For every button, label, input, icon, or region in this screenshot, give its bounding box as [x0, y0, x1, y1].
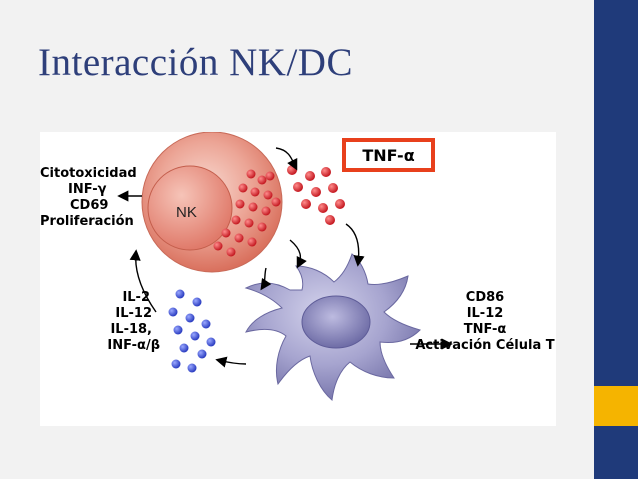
- signal-il18: IL-18,: [110, 322, 152, 337]
- nk-dc-diagram: NK TNF-α Citotoxicidad INF-γ CD69 Prolif…: [40, 132, 556, 426]
- cytokine-dots: [168, 289, 216, 373]
- dc-output-cd86: CD86: [465, 290, 505, 305]
- dc-output-il12: IL-12: [466, 306, 504, 321]
- diagram-graphics: [117, 132, 453, 401]
- side-accent-block: [594, 386, 638, 426]
- nk-output-infg: INF-γ: [68, 182, 107, 197]
- dendritic-cell: [244, 253, 421, 401]
- interaction-arrows: [117, 147, 453, 368]
- dc-output-tnfa: TNF-α: [463, 322, 507, 337]
- signal-il12: IL-12: [115, 306, 152, 321]
- nk-output-cytotoxicity: Citotoxicidad: [40, 166, 137, 181]
- tnf-alpha-box: TNF-α: [342, 138, 435, 172]
- signal-il2: IL-2: [122, 290, 150, 305]
- nk-output-proliferation: Proliferación: [40, 214, 134, 229]
- nk-cell-label: NK: [176, 204, 197, 221]
- signal-inf-ab: INF-α/β: [107, 338, 160, 353]
- nk-output-cd69: CD69: [70, 198, 109, 213]
- nk-granules: [213, 169, 281, 257]
- dc-output-t-cell-activation: Activación Célula T: [415, 338, 555, 353]
- slide-title: Interacción NK/DC: [38, 41, 353, 84]
- tnf-alpha-granules: [287, 165, 345, 225]
- nk-cell: [141, 132, 283, 273]
